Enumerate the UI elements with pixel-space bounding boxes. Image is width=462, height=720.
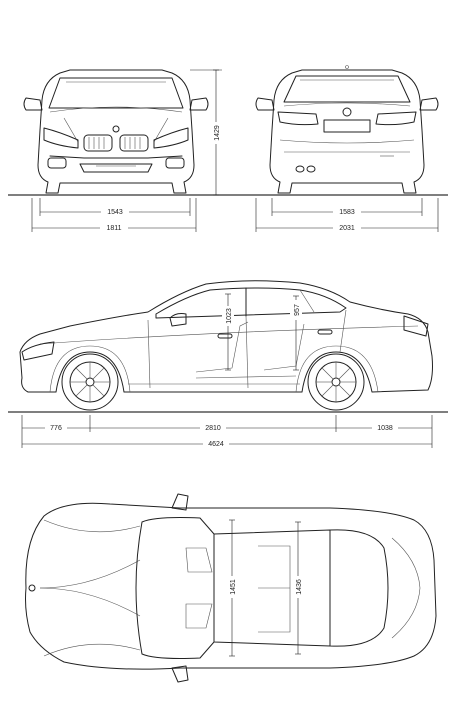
side-view: 1023 957 <box>19 280 433 411</box>
rear-view <box>255 65 439 194</box>
rear-track-dimension: 1583 <box>271 198 423 216</box>
side-length-dimensions: 776 2810 1038 4624 <box>21 415 433 448</box>
width-mirrors-label: 2031 <box>339 225 355 232</box>
front-overhang-label: 776 <box>50 425 62 432</box>
rear-track-label: 1583 <box>339 209 355 216</box>
length-label: 4624 <box>208 441 224 448</box>
front-width-dimension: 1811 <box>31 198 197 232</box>
height-label: 1429 <box>214 125 221 141</box>
front-shoulder-label: 1451 <box>230 579 237 595</box>
front-track-label: 1543 <box>107 209 123 216</box>
top-view: 1451 1436 <box>25 493 437 683</box>
rear-headroom-label: 957 <box>294 304 301 316</box>
rear-overhang-label: 1038 <box>377 425 393 432</box>
front-view <box>23 69 209 194</box>
rear-shoulder-label: 1436 <box>296 579 303 595</box>
front-track-dimension: 1543 <box>39 198 191 216</box>
front-width-label: 1811 <box>106 225 121 232</box>
front-headroom-label: 1023 <box>226 308 233 324</box>
wheelbase-label: 2810 <box>205 425 221 432</box>
width-mirrors-dimension: 2031 <box>255 198 439 232</box>
height-dimension: 1429 <box>190 69 222 196</box>
